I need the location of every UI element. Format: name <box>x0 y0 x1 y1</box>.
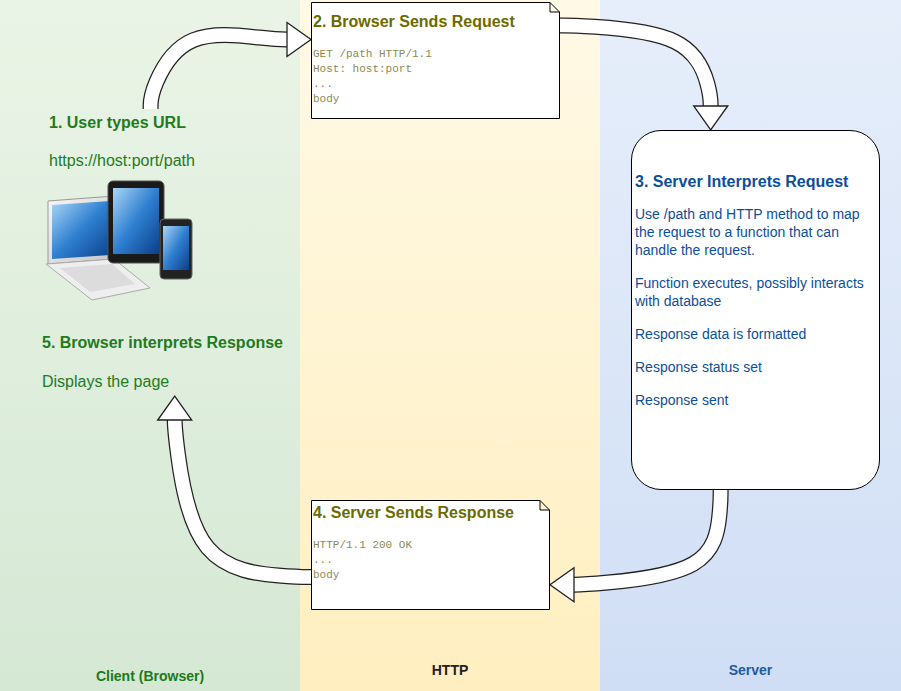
flow-arrow <box>560 25 728 130</box>
lane-label: Client (Browser) <box>96 668 204 685</box>
code-line: Host: host:port <box>313 62 556 77</box>
laptop-base <box>46 259 150 300</box>
lane-label: Server <box>729 662 773 679</box>
step-title: 4. Server Sends Response <box>313 503 546 523</box>
step-detail: Displays the page <box>42 372 292 392</box>
note-outline-path <box>312 501 550 610</box>
laptop-keyboard <box>60 264 135 292</box>
code-line: GET /path HTTP/1.1 <box>313 47 556 62</box>
phone-screen <box>163 226 189 270</box>
tablet-screen <box>113 188 159 254</box>
step-title: 2. Browser Sends Request <box>313 12 556 32</box>
flow-arrow <box>151 22 311 109</box>
code-line: ... <box>313 77 556 92</box>
step-detail: Response status set <box>635 358 875 376</box>
arrow-fill <box>151 35 290 109</box>
arrow-fill <box>571 490 721 585</box>
swimlane: HTTP 2. Browser Sends RequestGET /path HT… <box>300 0 600 691</box>
code-line: HTTP/1.1 200 OK <box>313 538 546 553</box>
arrow-outline <box>560 25 711 109</box>
laptop-screen <box>52 201 110 259</box>
response-note: 4. Server Sends ResponseHTTP/1.1 200 OK.… <box>311 500 550 610</box>
laptop-lid <box>48 196 114 264</box>
step-label: 5. Browser interprets ResponseDisplays t… <box>38 329 296 396</box>
code-line: ... <box>313 553 546 568</box>
arrow-fill <box>560 25 711 109</box>
arrow-fill <box>175 417 311 577</box>
arrow-head <box>287 22 311 56</box>
step-detail: Response data is formatted <box>635 325 875 343</box>
arrow-outline <box>151 35 290 109</box>
step-detail: Function executes, possibly interacts wi… <box>635 274 875 310</box>
step-title: 1. User types URL <box>49 113 281 133</box>
tablet-body <box>108 181 164 263</box>
process-box: 3. Server Interprets RequestUse /path an… <box>631 130 880 490</box>
arrow-outline <box>571 490 721 585</box>
swimlane: Server 3. Server Interprets RequestUse /p… <box>600 0 901 691</box>
code-line: body <box>313 568 546 583</box>
code-line: body <box>313 92 556 107</box>
phone-body <box>160 219 192 279</box>
arrow-head <box>550 568 574 602</box>
url-text: https://host:port/path <box>49 151 281 171</box>
flow-arrow <box>158 396 311 577</box>
step-label: 1. User types URL https://host:port/path <box>45 109 285 175</box>
arrow-outline <box>175 417 311 577</box>
swimlane: Client (Browser) 1. User types URL https:/… <box>0 0 300 691</box>
lane-label: HTTP <box>432 662 469 679</box>
flow-arrow <box>550 490 721 602</box>
step-title: 5. Browser interprets Response <box>42 333 292 353</box>
arrow-head <box>158 396 192 420</box>
request-note: 2. Browser Sends RequestGET /path HTTP/1… <box>311 2 560 119</box>
note-outline-path <box>312 3 560 119</box>
step-title: 3. Server Interprets Request <box>635 172 875 192</box>
step-detail: Use /path and HTTP method to map the req… <box>635 205 875 259</box>
arrow-head <box>694 106 728 130</box>
step-detail: Response sent <box>635 391 875 409</box>
